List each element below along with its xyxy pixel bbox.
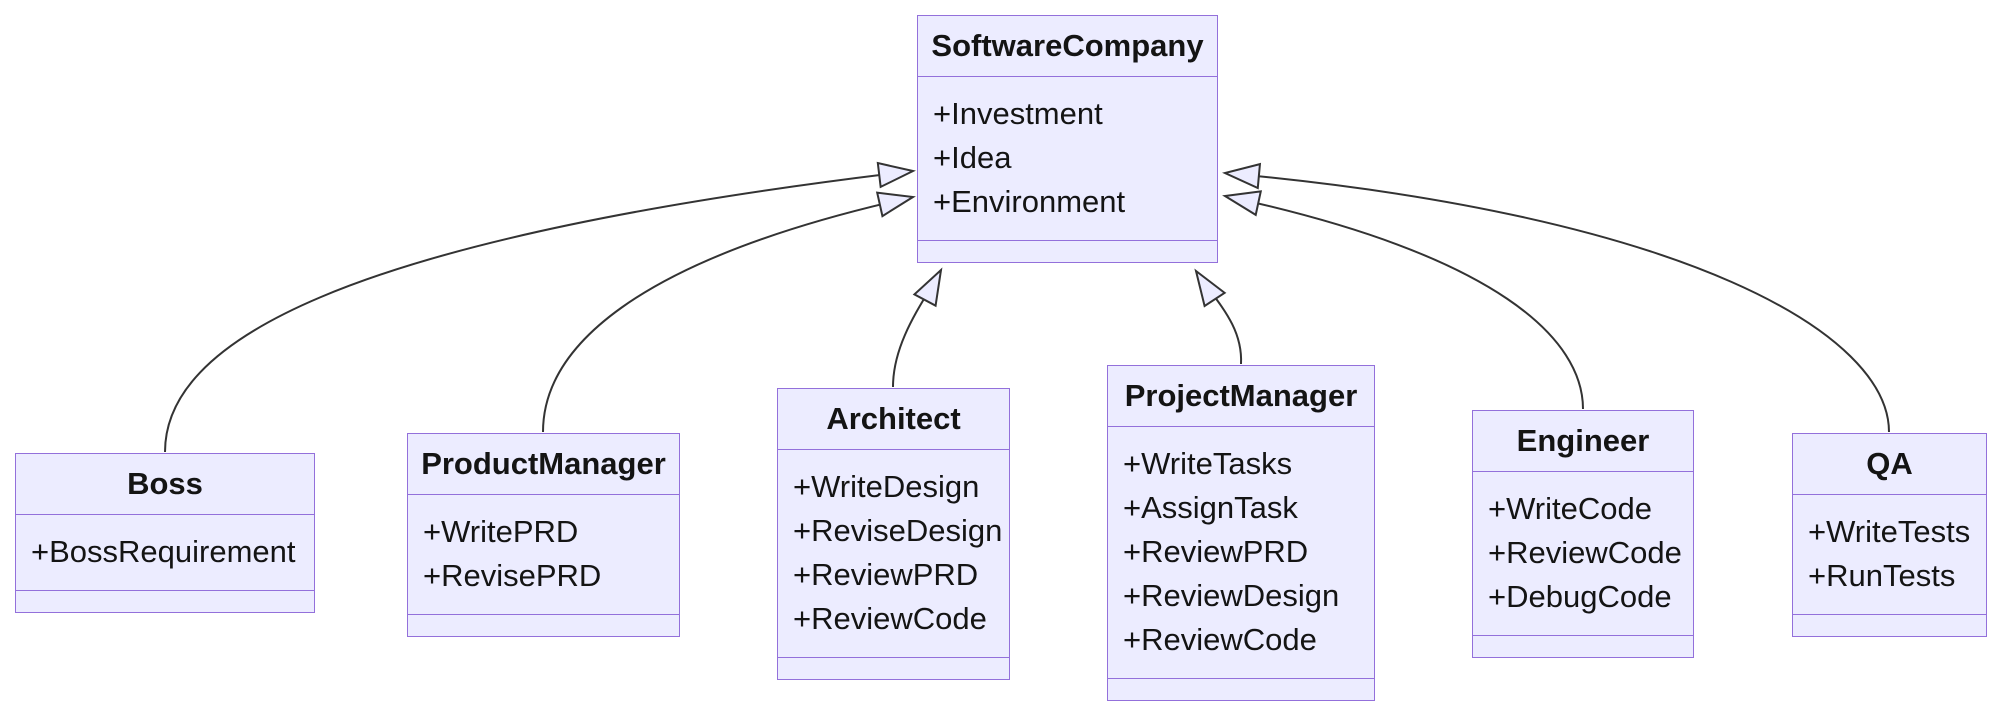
attribute-row: +WriteCode: [1488, 491, 1652, 526]
class-methods-empty: [1793, 615, 1986, 636]
class-box-productmanager: ProductManager +WritePRD +RevisePRD: [407, 433, 680, 637]
attribute-row: +ReviewDesign: [1123, 578, 1340, 613]
class-attributes: +WritePRD +RevisePRD: [408, 495, 679, 615]
class-title: ProjectManager: [1108, 366, 1374, 427]
edge-qa-to-softwarecompany: [1222, 162, 1890, 433]
attribute-row: +ReviseDesign: [793, 513, 1003, 548]
class-methods-empty: [778, 658, 1009, 679]
class-methods-empty: [1473, 636, 1693, 657]
edge-productmanager-to-softwarecompany: [542, 191, 916, 433]
attribute-row: +BossRequirement: [31, 534, 296, 569]
edge-boss-to-softwarecompany: [164, 161, 916, 453]
class-box-architect: Architect +WriteDesign +ReviseDesign +Re…: [777, 388, 1010, 680]
class-title: Engineer: [1473, 411, 1693, 472]
class-attributes: +WriteCode +ReviewCode +DebugCode: [1473, 472, 1693, 636]
attribute-row: +WriteDesign: [793, 469, 980, 504]
edge-architect-to-softwarecompany: [892, 267, 943, 388]
attribute-row: +ReviewCode: [1123, 622, 1317, 657]
class-methods-empty: [1108, 679, 1374, 700]
class-title: QA: [1793, 434, 1986, 495]
attribute-row: +Idea: [933, 140, 1012, 175]
class-box-projectmanager: ProjectManager +WriteTasks +AssignTask +…: [1107, 365, 1375, 701]
attribute-row: +DebugCode: [1488, 579, 1672, 614]
attribute-row: +ReviewCode: [793, 601, 987, 636]
class-box-boss: Boss +BossRequirement: [15, 453, 315, 613]
attribute-row: +ReviewCode: [1488, 535, 1682, 570]
attribute-row: +RevisePRD: [423, 558, 602, 593]
class-title: Architect: [778, 389, 1009, 450]
class-methods-empty: [408, 615, 679, 636]
class-attributes: +WriteTests +RunTests: [1793, 495, 1986, 615]
attribute-row: +Investment: [933, 96, 1103, 131]
class-attributes: +Investment +Idea +Environment: [918, 77, 1217, 241]
attribute-row: +AssignTask: [1123, 490, 1298, 525]
attribute-row: +ReviewPRD: [1123, 534, 1309, 569]
attribute-row: +RunTests: [1808, 558, 1956, 593]
class-attributes: +BossRequirement: [16, 515, 314, 591]
class-box-softwarecompany: SoftwareCompany +Investment +Idea +Envir…: [917, 15, 1218, 263]
class-methods-empty: [918, 241, 1217, 262]
attribute-row: +Environment: [933, 184, 1126, 219]
attribute-row: +WriteTasks: [1123, 446, 1293, 481]
class-title: ProductManager: [408, 434, 679, 495]
class-title: Boss: [16, 454, 314, 515]
class-attributes: +WriteDesign +ReviseDesign +ReviewPRD +R…: [778, 450, 1009, 658]
attribute-row: +WriteTests: [1808, 514, 1971, 549]
attribute-row: +WritePRD: [423, 514, 579, 549]
edge-engineer-to-softwarecompany: [1222, 190, 1584, 410]
class-box-qa: QA +WriteTests +RunTests: [1792, 433, 1987, 637]
class-title: SoftwareCompany: [918, 16, 1217, 77]
attribute-row: +ReviewPRD: [793, 557, 979, 592]
class-attributes: +WriteTasks +AssignTask +ReviewPRD +Revi…: [1108, 427, 1374, 679]
class-methods-empty: [16, 591, 314, 612]
class-box-engineer: Engineer +WriteCode +ReviewCode +DebugCo…: [1472, 410, 1694, 658]
edge-projectmanager-to-softwarecompany: [1194, 268, 1243, 365]
